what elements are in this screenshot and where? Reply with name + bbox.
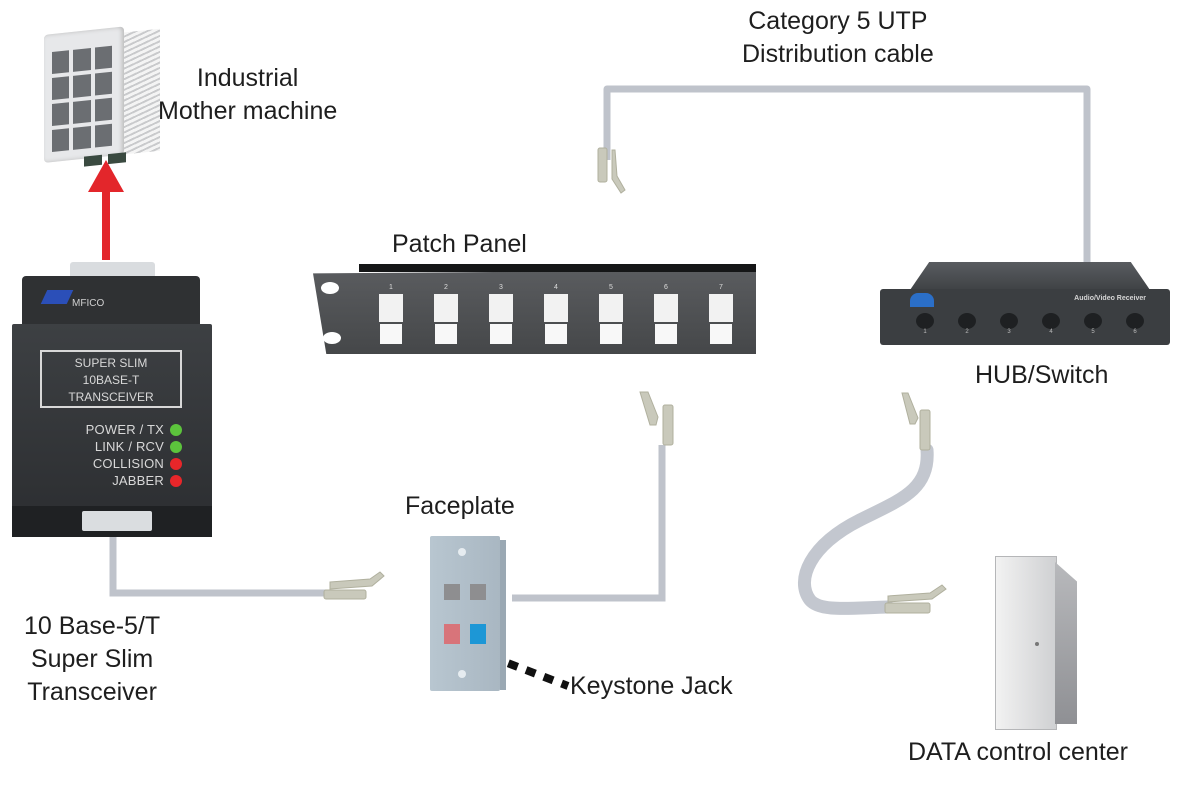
label-line: 10 Base-5/T <box>24 612 161 640</box>
label-line: Mother machine <box>158 97 338 125</box>
patch-port[interactable]: 7 <box>709 284 733 344</box>
status-led-icon <box>170 440 182 453</box>
led-label: POWER / TX <box>85 422 164 437</box>
hub-switch-device: Audio/Video Receiver 1 2 3 4 5 6 <box>880 262 1170 347</box>
data-control-center-label: DATA control center <box>908 738 1128 766</box>
port-number: 1 <box>389 284 393 291</box>
keystone-jack-label: Keystone Jack <box>570 672 733 700</box>
led-label: JABBER <box>112 473 164 488</box>
hub-switch-label: HUB/Switch <box>975 361 1109 389</box>
port-number: 5 <box>1091 329 1095 335</box>
brand-logo <box>40 290 74 304</box>
hub-port[interactable]: 4 <box>1042 313 1060 335</box>
screw-icon <box>458 548 466 556</box>
port-number: 4 <box>554 284 558 291</box>
patch-port[interactable]: 4 <box>544 284 568 344</box>
label-line: Super Slim <box>30 645 154 673</box>
led-label: LINK / RCV <box>94 439 164 454</box>
cat5-distribution-cable <box>603 85 1091 265</box>
rj45-plug-icon <box>884 584 947 614</box>
patch-panel-label: Patch Panel <box>392 230 527 258</box>
patch-port[interactable]: 5 <box>599 284 623 344</box>
mount-hole-icon <box>323 332 341 344</box>
keystone-slot[interactable] <box>470 584 486 600</box>
port-number: 1 <box>923 329 927 335</box>
keystone-slot[interactable] <box>444 584 460 600</box>
patch-port[interactable]: 2 <box>434 284 458 344</box>
screw-icon <box>458 670 466 678</box>
led-power-tx: POWER / TX <box>86 422 182 437</box>
port-number: 6 <box>664 284 668 291</box>
faceplate-label: Faceplate <box>405 492 515 520</box>
panel-line: TRANSCEIVER <box>68 390 154 404</box>
hub-port[interactable]: 6 <box>1126 313 1144 335</box>
patch-port[interactable]: 1 <box>379 284 403 344</box>
rj45-plug-icon <box>597 147 626 194</box>
port-number: 6 <box>1133 329 1137 335</box>
patch-panel-device: 1 2 3 4 5 6 7 <box>313 264 756 356</box>
hub-port[interactable]: 5 <box>1084 313 1102 335</box>
upward-arrow-icon <box>88 160 124 260</box>
hub-caption: Audio/Video Receiver <box>1074 295 1146 302</box>
faceplate-device <box>430 536 506 691</box>
rj45-plug-icon <box>639 391 674 446</box>
led-label: COLLISION <box>92 456 164 471</box>
industrial-switch-device <box>40 19 160 172</box>
transceiver-panel: SUPER SLIM 10BASE-T TRANSCEIVER <box>40 350 182 408</box>
brand-name: MFICO <box>72 298 105 309</box>
transceiver-to-faceplate-cable <box>109 535 330 597</box>
power-button-icon <box>1035 642 1039 646</box>
hub-port[interactable]: 1 <box>916 313 934 335</box>
label-line: Category 5 UTP <box>748 7 928 35</box>
faceplate-to-patch-panel-cable <box>512 445 666 602</box>
label-line: Distribution cable <box>742 40 934 68</box>
brand-logo <box>910 293 934 307</box>
status-led-icon <box>170 457 182 470</box>
port-number: 3 <box>1007 329 1011 335</box>
hub-port[interactable]: 3 <box>1000 313 1018 335</box>
port-number: 7 <box>719 284 723 291</box>
led-jabber: JABBER <box>112 473 182 488</box>
transceiver-label: 10 Base-5/T Super Slim Transceiver <box>24 610 160 709</box>
rj45-plug-icon <box>323 571 385 600</box>
panel-line: 10BASE-T <box>82 373 140 387</box>
rj45-plug-icon <box>901 392 931 451</box>
port-number: 4 <box>1049 329 1053 335</box>
label-line: Industrial <box>196 64 299 92</box>
hub-port[interactable]: 2 <box>958 313 976 335</box>
port-number: 2 <box>444 284 448 291</box>
port-number: 3 <box>499 284 503 291</box>
pc-tower-device <box>995 556 1077 730</box>
panel-line: SUPER SLIM <box>74 356 148 370</box>
hub-to-datacenter-cable <box>798 443 934 615</box>
industrial-machine-label: Industrial Mother machine <box>158 62 337 128</box>
label-line: Transceiver <box>27 678 157 706</box>
led-link-rcv: LINK / RCV <box>95 439 182 454</box>
port-number: 5 <box>609 284 613 291</box>
status-led-icon <box>170 423 182 436</box>
patch-port[interactable]: 6 <box>654 284 678 344</box>
status-led-icon <box>170 474 182 487</box>
keystone-jack-red[interactable] <box>444 624 460 644</box>
led-collision: COLLISION <box>93 456 182 471</box>
mount-hole-icon <box>321 282 339 294</box>
patch-port[interactable]: 3 <box>489 284 513 344</box>
keystone-jack-blue[interactable] <box>470 624 486 644</box>
cat5-cable-label: Category 5 UTP Distribution cable <box>742 5 934 71</box>
port-number: 2 <box>965 329 969 335</box>
transceiver-device: MFICO SUPER SLIM 10BASE-T TRANSCEIVER PO… <box>12 262 212 537</box>
